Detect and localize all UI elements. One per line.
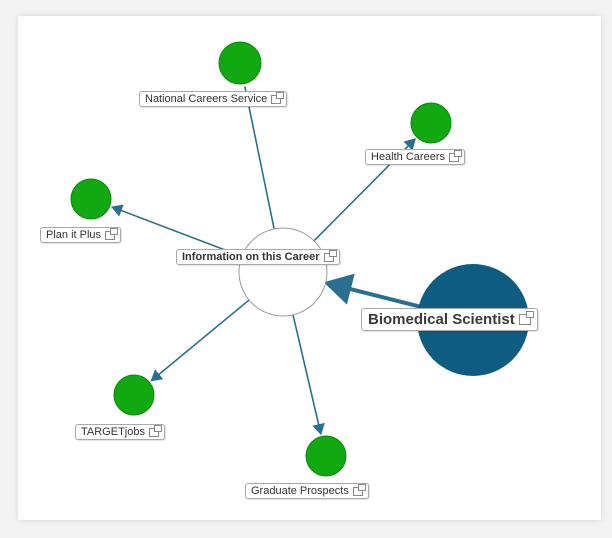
plan-it-plus-text: Plan it Plus bbox=[46, 229, 102, 241]
targetjobs-text: TARGETjobs bbox=[81, 426, 145, 438]
information-on-this-career-node[interactable] bbox=[238, 227, 328, 317]
external-link-icon[interactable] bbox=[105, 227, 119, 240]
graduate-prospects-label[interactable]: Graduate Prospects bbox=[245, 483, 369, 499]
information-on-this-career-text: Information on this Career bbox=[182, 251, 320, 263]
plan-it-plus-label[interactable]: Plan it Plus bbox=[40, 227, 122, 243]
targetjobs-label[interactable]: TARGETjobs bbox=[75, 424, 165, 440]
health-careers-text: Health Careers bbox=[371, 151, 445, 163]
external-link-icon[interactable] bbox=[148, 424, 162, 437]
graduate-node[interactable] bbox=[305, 435, 347, 477]
external-link-icon[interactable] bbox=[323, 249, 337, 262]
information-on-this-career-label[interactable]: Information on this Career bbox=[176, 249, 340, 265]
planit-node[interactable] bbox=[70, 178, 112, 220]
external-link-icon[interactable] bbox=[518, 311, 534, 325]
biomedical-scientist-text: Biomedical Scientist bbox=[368, 311, 515, 328]
external-link-icon[interactable] bbox=[448, 149, 462, 162]
external-link-icon[interactable] bbox=[352, 483, 366, 496]
diagram-svg bbox=[70, 41, 529, 477]
mind-map-canvas: National Careers Service Health Careers … bbox=[18, 16, 601, 520]
external-link-icon[interactable] bbox=[271, 91, 285, 104]
national-careers-service-text: National Careers Service bbox=[145, 93, 268, 105]
health-node[interactable] bbox=[410, 102, 452, 144]
national-careers-service-label[interactable]: National Careers Service bbox=[139, 91, 288, 107]
health-careers-label[interactable]: Health Careers bbox=[365, 149, 465, 165]
national-node[interactable] bbox=[218, 41, 262, 85]
target-node[interactable] bbox=[113, 374, 155, 416]
graduate-prospects-text: Graduate Prospects bbox=[251, 485, 349, 497]
biomedical-scientist-label[interactable]: Biomedical Scientist bbox=[361, 308, 538, 331]
